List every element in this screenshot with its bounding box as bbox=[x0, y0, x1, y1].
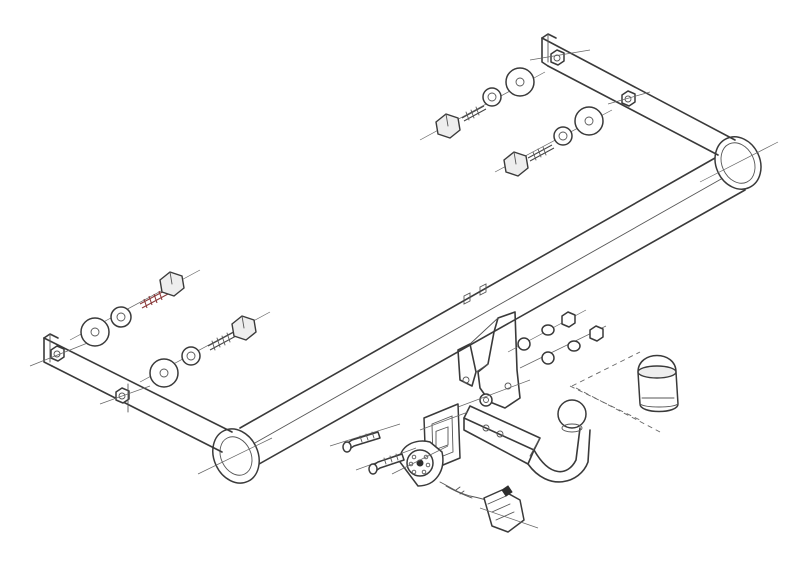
tow-ball-neck bbox=[463, 351, 661, 483]
left-upper-bolt-stack bbox=[69, 269, 201, 347]
bracket-fasteners bbox=[507, 309, 607, 369]
mounting-bracket bbox=[449, 311, 531, 411]
right-upper-bolt-stack bbox=[419, 67, 546, 141]
left-lower-bolt-stack bbox=[139, 311, 271, 388]
right-lower-bolt-stack bbox=[494, 106, 613, 177]
ball-cap bbox=[569, 354, 679, 421]
crossbar-tube bbox=[197, 136, 779, 484]
left-side-arm bbox=[29, 333, 233, 453]
electrical-socket bbox=[391, 440, 449, 487]
right-side-arm bbox=[529, 33, 736, 156]
wiring-connector bbox=[439, 481, 539, 533]
socket-screws bbox=[329, 423, 417, 475]
